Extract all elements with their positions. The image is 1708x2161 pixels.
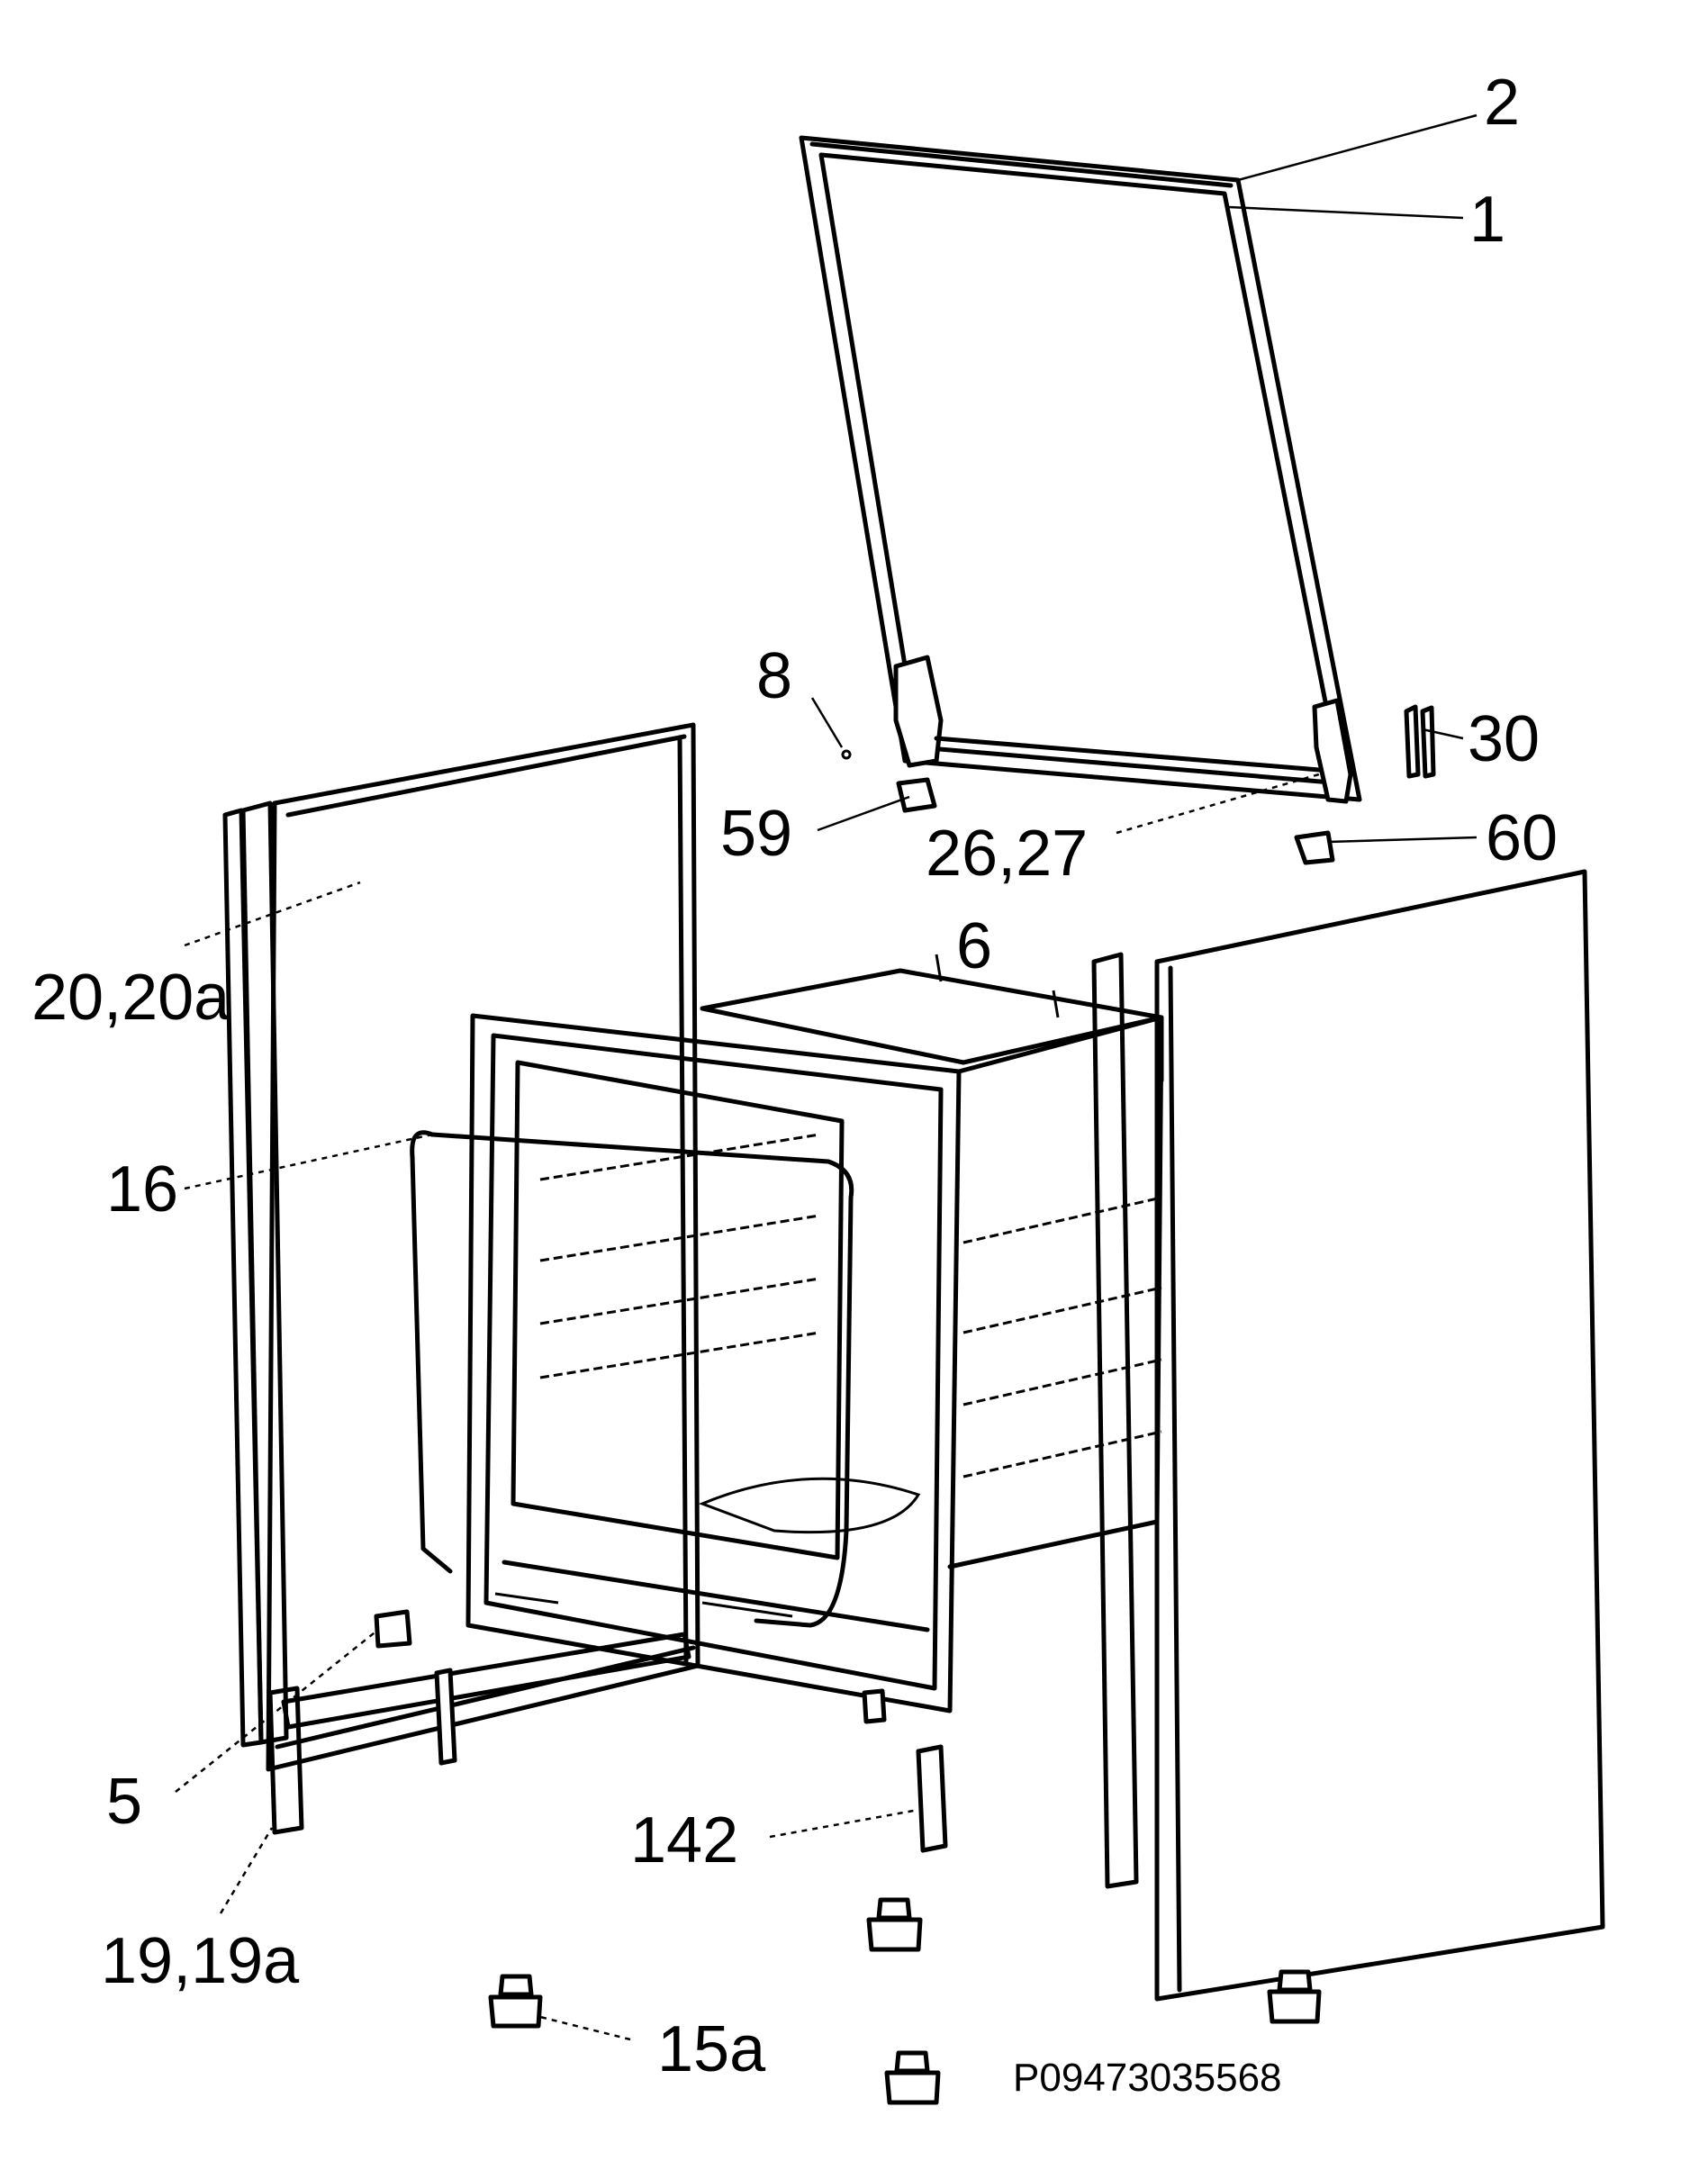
callout-20-20a: 20,20a (32, 962, 230, 1034)
screw-part-8 (841, 749, 852, 760)
callout-19-19a: 19,19a (101, 1925, 300, 1997)
foot-part-bottom (884, 2050, 941, 2105)
callout-5: 5 (106, 1766, 142, 1838)
foot-part-center (866, 1897, 923, 1952)
callout-15a: 15a (657, 2013, 766, 2085)
callout-16: 16 (106, 1153, 178, 1225)
leader-lines (175, 113, 1478, 2041)
right-vertical-rail (1091, 952, 1139, 1889)
callout-26-27: 26,27 (926, 818, 1088, 890)
small-bracket-part-142 (916, 1744, 948, 1853)
callout-labels: 2 1 8 30 59 26,27 60 6 20,20a 16 5 142 1… (32, 67, 1558, 2100)
clip-part-30 (1404, 704, 1436, 779)
right-side-panel (1154, 869, 1605, 2002)
foot-part-15a-left (488, 1974, 543, 2029)
left-side-panel (266, 722, 700, 1772)
callout-2: 2 (1484, 67, 1520, 139)
bracket-part-60 (1294, 830, 1335, 865)
oven-front-frame (465, 1013, 962, 1713)
bracket-part-59 (896, 777, 937, 813)
callout-8: 8 (756, 640, 792, 712)
foot-part-right (1267, 1969, 1322, 2024)
callout-30: 30 (1468, 703, 1540, 775)
reference-code: P09473035568 (1013, 2056, 1282, 2100)
left-bottom-bracket (281, 1609, 691, 1766)
callout-142: 142 (630, 1804, 738, 1876)
callout-59: 59 (720, 798, 792, 870)
oven-base-bowl (698, 1477, 921, 1534)
bottom-clip-under-cavity (862, 1688, 887, 1724)
left-side-rail (222, 800, 304, 1835)
callout-60: 60 (1486, 802, 1558, 874)
callout-1: 1 (1469, 184, 1505, 256)
top-frame-part (799, 135, 1362, 804)
heating-element-part-16 (410, 1130, 854, 1628)
callout-6: 6 (956, 910, 992, 982)
